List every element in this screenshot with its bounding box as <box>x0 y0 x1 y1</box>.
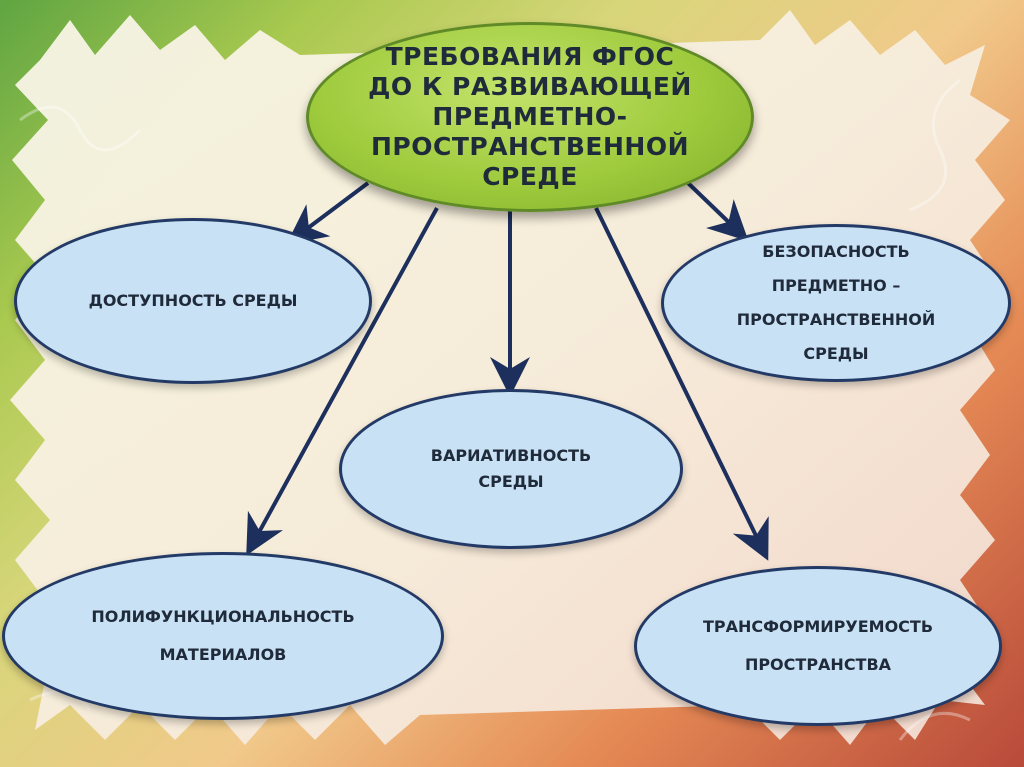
node-multifunctionality: ПОЛИФУНКЦИОНАЛЬНОСТЬ МАТЕРИАЛОВ <box>2 552 444 720</box>
arrow-root-to-transformability <box>594 207 769 561</box>
root-node-label: ТРЕБОВАНИЯ ФГОС ДО К РАЗВИВАЮЩЕЙ ПРЕДМЕТ… <box>368 42 692 191</box>
node-accessibility: ДОСТУПНОСТЬ СРЕДЫ <box>14 218 372 384</box>
node-safety: БЕЗОПАСНОСТЬ ПРЕДМЕТНО – ПРОСТРАНСТВЕННО… <box>661 224 1011 382</box>
node-accessibility-label: ДОСТУПНОСТЬ СРЕДЫ <box>88 291 298 310</box>
arrow-root-to-accessibility <box>286 181 370 245</box>
node-transformability-label: ТРАНСФОРМИРУЕМОСТЬ ПРОСТРАНСТВА <box>702 617 934 674</box>
arrow-root-to-multifunctionality <box>246 207 439 556</box>
node-variability-label: ВАРИАТИВНОСТЬ СРЕДЫ <box>430 446 592 491</box>
root-node: ТРЕБОВАНИЯ ФГОС ДО К РАЗВИВАЮЩЕЙ ПРЕДМЕТ… <box>306 22 754 212</box>
node-variability: ВАРИАТИВНОСТЬ СРЕДЫ <box>339 389 683 549</box>
node-multifunctionality-label: ПОЛИФУНКЦИОНАЛЬНОСТЬ МАТЕРИАЛОВ <box>91 607 355 664</box>
node-safety-label: БЕЗОПАСНОСТЬ ПРЕДМЕТНО – ПРОСТРАНСТВЕННО… <box>736 242 936 363</box>
node-transformability: ТРАНСФОРМИРУЕМОСТЬ ПРОСТРАНСТВА <box>634 566 1002 726</box>
arrow-root-to-safety <box>686 181 749 242</box>
